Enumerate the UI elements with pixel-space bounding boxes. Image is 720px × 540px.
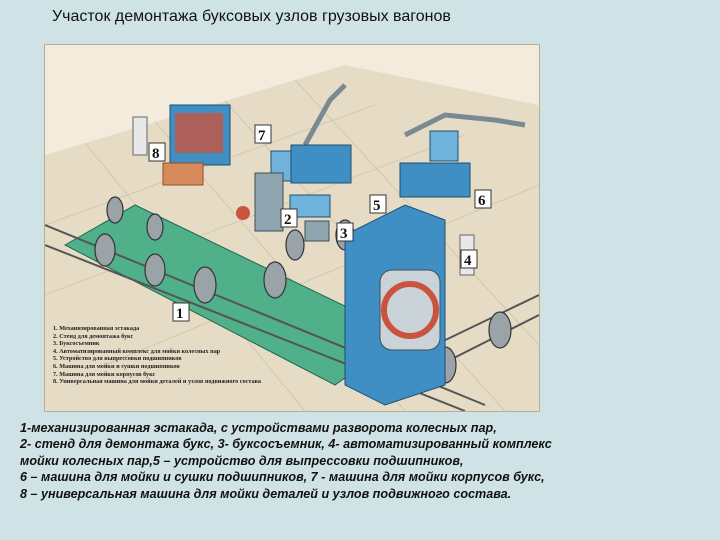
legend-item: 5. Устройство для выпрессовки подшипнико… bbox=[53, 355, 182, 363]
label-1: 1 bbox=[176, 306, 184, 322]
caption-line: 1-механизированная эстакада, с устройств… bbox=[20, 421, 497, 435]
caption-line: мойки колесных пар,5 – устройство для вы… bbox=[20, 453, 464, 468]
figure-legend: 1. Механизированная эстакада 2. Стенд дл… bbox=[53, 325, 303, 386]
number-labels: 7 8 6 5 2 3 4 1 bbox=[148, 124, 492, 322]
machine-8-chamber bbox=[175, 113, 223, 153]
figure-caption: 1-механизированная эстакада, с устройств… bbox=[20, 420, 710, 502]
label-8: 8 bbox=[152, 146, 160, 162]
machine-8-tray bbox=[162, 162, 204, 186]
legend-item: 6. Машина для мойки и сушки подшипников bbox=[53, 362, 180, 370]
puller-3 bbox=[304, 220, 330, 242]
caption-line: 2- стенд для демонтажа букс, 3- буксосъе… bbox=[20, 437, 552, 452]
label-5: 5 bbox=[373, 198, 381, 214]
workshop-drawing: 7 8 6 5 2 3 4 1 bbox=[45, 45, 539, 411]
legend-item: 4. Автоматизированный комплекс для мойки… bbox=[53, 347, 221, 355]
complex-4-rotor bbox=[381, 281, 439, 339]
device-5 bbox=[289, 194, 331, 218]
red-valve bbox=[236, 206, 250, 220]
workshop-illustration: 7 8 6 5 2 3 4 1 1. Механизированная эста… bbox=[44, 44, 540, 412]
caption-line: 8 – универсальная машина для мойки детал… bbox=[20, 486, 512, 501]
caption-line: 6 – машина для мойки и сушки подшипников… bbox=[20, 470, 545, 485]
stand-2 bbox=[254, 172, 284, 232]
label-6: 6 bbox=[478, 193, 486, 209]
legend-item: 8. Универсальная машина для мойки детале… bbox=[53, 378, 262, 386]
legend-item: 3. Буксосъемник bbox=[53, 340, 100, 348]
page-title: Участок демонтажа буксовых узлов грузовы… bbox=[52, 8, 451, 25]
legend-item: 7. Машина для мойки корпусов букс bbox=[53, 370, 156, 378]
machine-7-body bbox=[290, 144, 352, 184]
label-4: 4 bbox=[464, 253, 472, 269]
legend-item: 1. Механизированная эстакада bbox=[53, 325, 140, 332]
machine-6-top bbox=[429, 130, 459, 162]
label-3: 3 bbox=[340, 226, 348, 242]
machine-6-body bbox=[399, 162, 471, 198]
label-2: 2 bbox=[284, 212, 292, 228]
label-7: 7 bbox=[258, 128, 266, 144]
overhead-conveyor bbox=[302, 83, 526, 147]
back-wall bbox=[45, 45, 539, 155]
control-panel-8 bbox=[132, 116, 148, 156]
legend-item: 2. Стенд для демонтажа букс bbox=[53, 332, 134, 340]
